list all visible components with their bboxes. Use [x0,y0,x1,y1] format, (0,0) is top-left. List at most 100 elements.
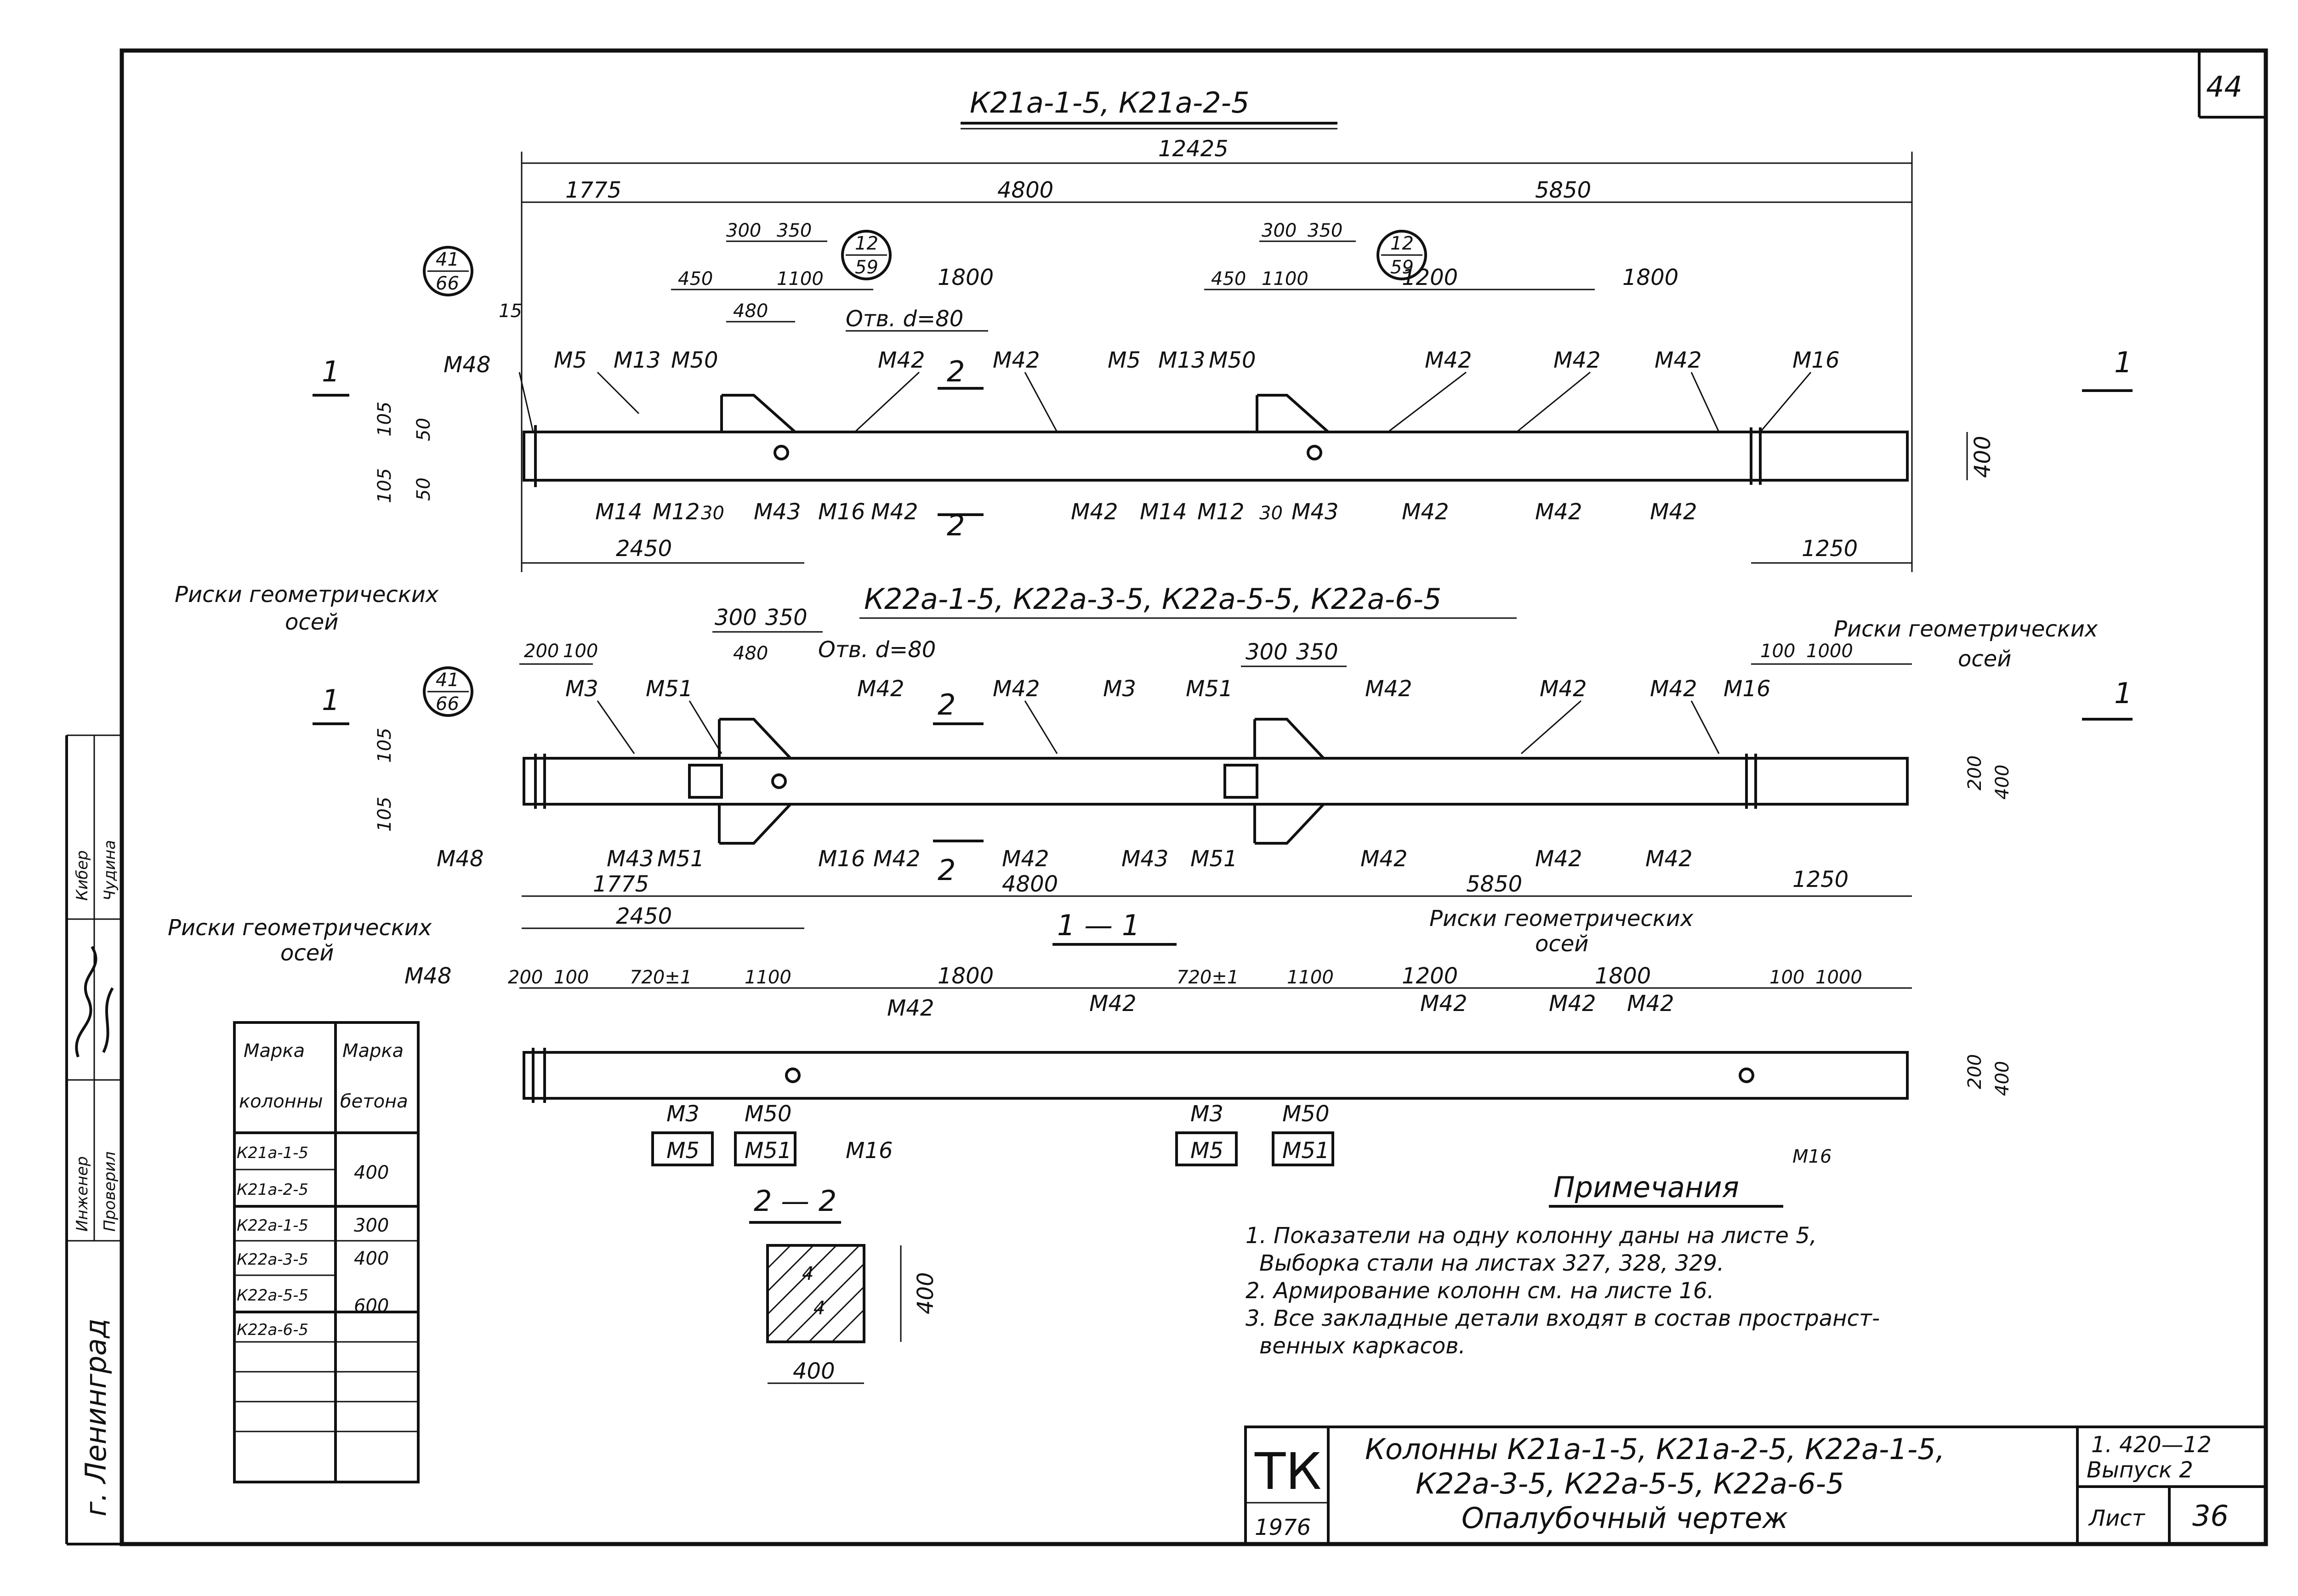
title-block-year: 1976 [1255,1515,1311,1540]
view2-mark-m51a: М51 [646,676,693,702]
view2-mark-m42b: М42 [993,676,1040,702]
view1-callout-mid1 [841,230,892,280]
section11-dim-100a: 100 [554,967,589,988]
side-stamp-signature [75,946,114,1057]
view1-mark-m12b: М12 [1197,499,1245,525]
section11-dim-1800a: 1800 [938,963,994,989]
section-1-1: 1 — 1 Риски геометрических осей Риски ге… [168,906,2013,1167]
section11-axis-right-line2: осей [1535,931,1588,957]
view2-section-mark-right: 1 [2114,676,2132,710]
side-stamp: Инженер Проверил Кибер Чудина г. Ленингр… [65,734,122,1545]
view1-dim-30a: 30 [701,503,724,524]
view1-callout-mid2-bottom: 59 [1390,257,1414,278]
view2-dim-400v: 400 [1992,765,2013,800]
view1-dim-1775: 1775 [565,177,621,203]
view2-mark-m42h: М42 [1360,846,1408,872]
view2-dim-350b: 350 [1296,639,1338,665]
view1-dim-12425: 12425 [1158,136,1229,162]
view2-axis-right-line1: Риски геометрических [1834,616,2098,642]
section22-dim-height: 400 [913,1272,939,1314]
title-block-line1: Колонны К21а-1-5, К21а-2-5, К22а-1-5, [1365,1432,1945,1466]
section22-rebar-top: 4 [802,1263,813,1284]
table-row-concrete-4: 400 [354,1248,389,1269]
view1: К21а-1-5, К21а-2-5 12425 1775 4800 5850 … [313,86,2133,572]
view2-dim-1250: 1250 [1792,867,1849,892]
section11-dim-1800b: 1800 [1595,963,1651,989]
section22-dim-width: 400 [793,1358,835,1384]
section11-axis-left-line2: осей [280,940,334,966]
section11-dim-1200: 1200 [1402,963,1458,989]
view1-mark-m5b: М5 [1108,347,1141,373]
view1-dim-350a: 350 [777,220,812,241]
section-2-2: 2 — 2 4 4 400 400 [749,1184,939,1384]
view1-dim-50b: 50 [413,477,434,501]
table-header-concrete-1: Марка [342,1040,404,1062]
view2-title: К22а-1-5, К22а-3-5, К22а-5-5, К22а-6-5 [864,582,1441,616]
side-stamp-name-1: Кибер [73,850,91,901]
view1-mark-m16b: М16 [818,499,865,525]
view1-mark-m42e: М42 [1655,347,1702,373]
view1-mark-m42f: М42 [871,499,918,525]
view1-mark-m48: М48 [444,352,491,378]
view1-mark-m14a: М14 [595,499,643,525]
view1-mark-m42i: М42 [1535,499,1582,525]
view2-dim-4800: 4800 [1002,871,1058,897]
view1-callout-mid2-top: 12 [1390,233,1414,254]
view1-mark-m42c: М42 [1425,347,1472,373]
view1-callout-left [423,246,473,296]
view2-mark-m51b: М51 [1186,676,1233,702]
table-row-mark-2: К21а-2-5 [237,1181,308,1199]
view1-dim-450b: 450 [1211,268,1246,290]
section11-mark-m42c: М42 [1420,991,1468,1017]
view1-dim-1800a: 1800 [938,265,994,290]
view1-mark-m42h: М42 [1402,499,1449,525]
view1-dim-1800b: 1800 [1622,265,1678,290]
section11-mark-m3b: М3 [1190,1101,1223,1127]
view2-callout-bottom: 66 [436,693,459,715]
view2-dim-5850: 5850 [1466,871,1522,897]
view2-callout [423,666,473,717]
section11-mark-m51a: М51 [745,1138,792,1164]
section11-mark-m16a: М16 [846,1138,893,1164]
title-block-sheet-number: 36 [2192,1499,2229,1533]
section11-dim-1000: 1000 [1815,967,1862,988]
view1-mark-m13a: М13 [614,347,661,373]
table-row-concrete-3: 300 [354,1215,389,1236]
view2-mark-m42d: М42 [1540,676,1587,702]
view2-dim-105b: 105 [374,797,395,832]
section11-dim-400v: 400 [1992,1061,2013,1096]
title-block-issue: Выпуск 2 [2087,1457,2193,1483]
section11-dim-200v: 200 [1964,1054,1985,1089]
view1-mark-m16: М16 [1792,347,1840,373]
title-block: ТК 1976 Колонны К21а-1-5, К21а-2-5, К22а… [1244,1426,2267,1545]
view2-section-mark-2top: 2 [938,688,956,721]
drawing-frame [119,48,2268,1546]
section11-mark-m16b: М16 [1792,1146,1832,1167]
table-row-mark-3: К22а-1-5 [237,1216,308,1235]
notes-line-4: 3. Все закладные детали входят в состав … [1246,1306,1880,1331]
section11-title: 1 — 1 [1057,909,1140,942]
section11-mark-m5b: М5 [1190,1138,1223,1164]
view1-callout-left-top: 41 [436,249,459,270]
section11-mark-m5a: М5 [666,1138,700,1164]
section11-dim-200a: 200 [508,967,543,988]
view1-mark-m50b: М50 [1209,347,1256,373]
view2-mark-m48: М48 [437,846,484,872]
view2-mark-m3a: М3 [565,676,598,702]
side-stamp-role-checker: Проверил [101,1152,119,1232]
view2-dim-480: 480 [733,643,768,664]
view1-dim-300b: 300 [1262,220,1297,241]
title-block-series: 1. 420—12 [2091,1432,2212,1458]
view1-dim-5850: 5850 [1535,177,1591,203]
section22-rebar-bottom: 4 [813,1298,825,1319]
section11-mark-m42b: М42 [1089,991,1137,1017]
view2-dim-300a: 300 [715,605,757,630]
section11-mark-m42e: М42 [1627,991,1674,1017]
view2-dim-2450: 2450 [616,903,672,929]
table-row-concrete-5: 600 [354,1295,389,1317]
view1-mark-m5a: М5 [554,347,587,373]
view2-section-mark-left: 1 [322,683,340,717]
view2-mark-m43b: М43 [1121,846,1169,872]
view1-dim-30b: 30 [1259,503,1283,524]
view2-dim-1775: 1775 [593,871,649,897]
